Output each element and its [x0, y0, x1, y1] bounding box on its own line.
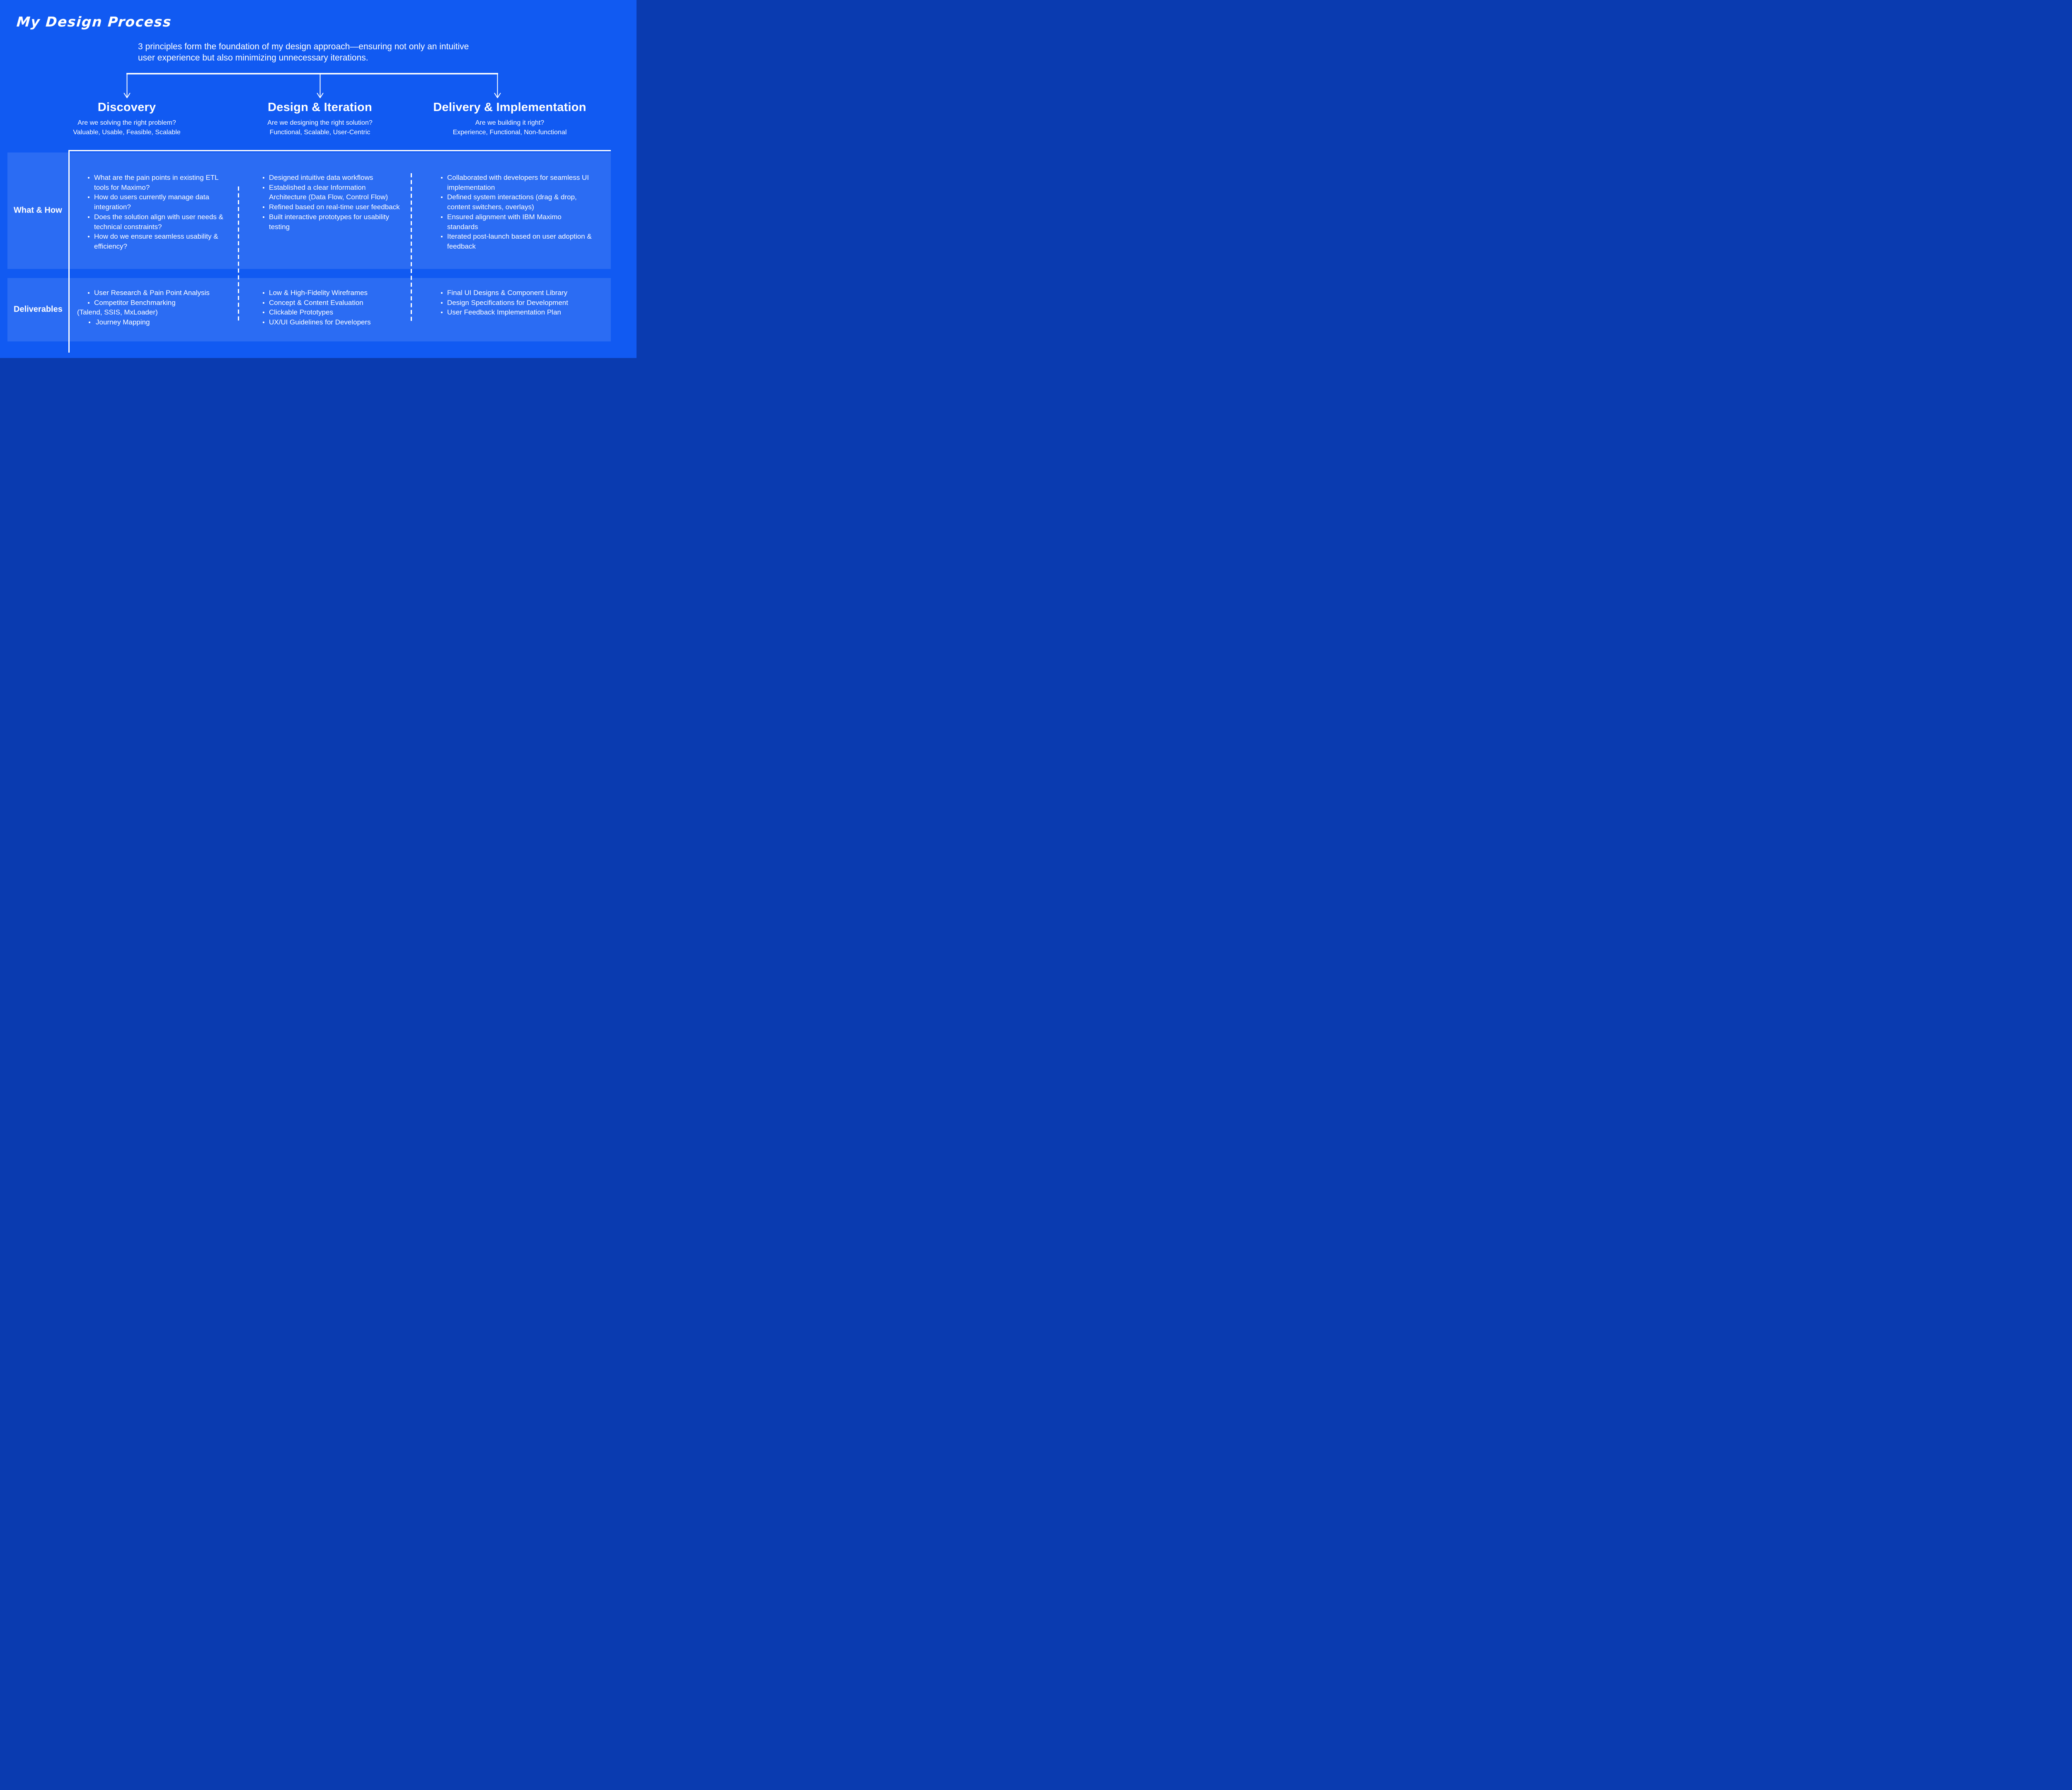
bullet-item: Clickable Prototypes	[262, 307, 401, 317]
bullet-item: Journey Mapping	[87, 317, 224, 327]
what-how-list-discovery: What are the pain points in existing ETL…	[87, 173, 224, 252]
bullet-item: User Feedback Implementation Plan	[441, 307, 600, 317]
deliverables-list-delivery-implementation: Final UI Designs & Component Library Des…	[441, 288, 600, 317]
bullet-item: Concept & Content Evaluation	[262, 298, 401, 308]
phase-column-design-iteration: Design & Iteration Are we designing the …	[212, 101, 428, 137]
design-process-slide: My Design Process 3 principles form the …	[0, 0, 637, 358]
bullet-item: Built interactive prototypes for usabili…	[262, 212, 401, 232]
bullet-item: How do users currently manage data integ…	[87, 192, 224, 212]
bullet-item: Established a clear Information Architec…	[262, 183, 401, 202]
phase-principles: Valuable, Usable, Feasible, Scalable	[73, 129, 181, 136]
phase-title: Design & Iteration	[268, 101, 372, 114]
column-divider-dashed-line	[411, 173, 412, 322]
row-label-deliverables: Deliverables	[14, 305, 63, 314]
phase-bracket-arrows	[123, 73, 501, 98]
down-arrow-icon	[494, 74, 501, 98]
bullet-item-continuation: (Talend, SSIS, MxLoader)	[77, 308, 158, 317]
phase-principles: Functional, Scalable, User-Centric	[269, 129, 370, 136]
bullet-item: Collaborated with developers for seamles…	[441, 173, 600, 192]
bullet-item: Does the solution align with user needs …	[87, 212, 224, 232]
bullet-item: Design Specifications for Development	[441, 298, 600, 308]
phase-column-delivery-implementation: Delivery & Implementation Are we buildin…	[402, 101, 617, 137]
bullet-item: What are the pain points in existing ETL…	[87, 173, 224, 192]
row-label-divider-line	[68, 150, 70, 353]
bullet-item: How do we ensure seamless usability & ef…	[87, 232, 224, 251]
deliverables-row-panel	[7, 278, 611, 341]
row-label-what-and-how: What & How	[14, 206, 62, 215]
bullet-item: Iterated post-launch based on user adopt…	[441, 232, 600, 251]
bullet-item: Designed intuitive data workflows	[262, 173, 401, 183]
phase-column-discovery: Discovery Are we solving the right probl…	[19, 101, 235, 137]
deliverables-list-design-iteration: Low & High-Fidelity Wireframes Concept &…	[262, 288, 401, 327]
column-divider-dashed-line	[238, 186, 239, 322]
bullet-item: Final UI Designs & Component Library	[441, 288, 600, 298]
bullet-item: UX/UI Guidelines for Developers	[262, 317, 401, 327]
phase-question: Are we building it right?	[475, 119, 545, 126]
bullet-item: Refined based on real-time user feedback	[262, 202, 401, 212]
what-and-how-row-panel	[7, 152, 611, 269]
phase-title: Discovery	[97, 101, 156, 114]
bullet-item: Defined system interactions (drag & drop…	[441, 192, 600, 212]
matrix-top-border-line	[68, 150, 611, 151]
bullet-item: Competitor Benchmarking	[87, 298, 224, 308]
phase-principles: Experience, Functional, Non-functional	[453, 129, 567, 136]
deliverables-list-discovery: User Research & Pain Point Analysis Comp…	[77, 288, 224, 327]
phase-question: Are we designing the right solution?	[267, 119, 373, 126]
bullet-item: Low & High-Fidelity Wireframes	[262, 288, 401, 298]
down-arrow-icon	[317, 74, 324, 98]
what-how-list-design-iteration: Designed intuitive data workflows Establ…	[262, 173, 401, 232]
bullet-item: User Research & Pain Point Analysis	[87, 288, 224, 298]
bullet-item: Ensured alignment with IBM Maximo standa…	[441, 212, 600, 232]
what-how-list-delivery-implementation: Collaborated with developers for seamles…	[441, 173, 600, 252]
down-arrow-icon	[123, 74, 131, 98]
phase-question: Are we solving the right problem?	[77, 119, 176, 126]
phase-title: Delivery & Implementation	[433, 101, 586, 114]
intro-text: 3 principles form the foundation of my d…	[138, 42, 469, 63]
bracket-horizontal-line	[126, 73, 498, 75]
